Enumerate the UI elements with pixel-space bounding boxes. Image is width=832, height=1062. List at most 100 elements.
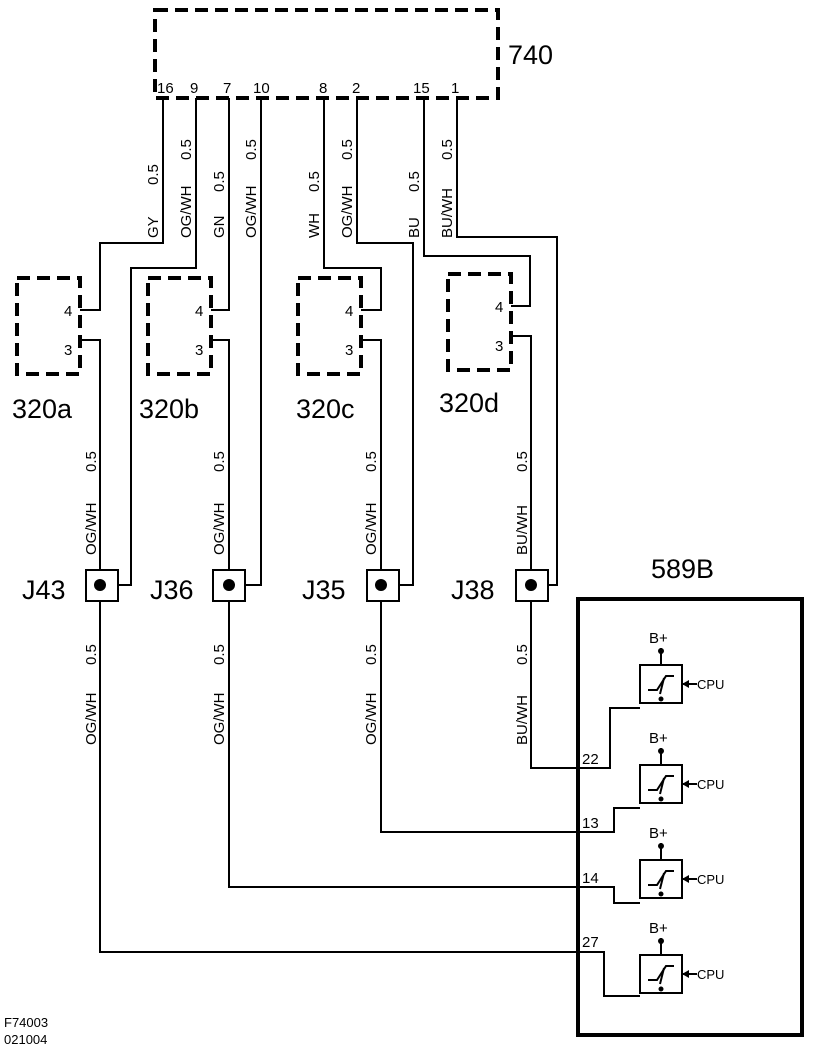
driver-stage-2: B+ CPU: [639, 730, 724, 804]
figure-date: 021004: [4, 1032, 47, 1047]
upper-wiring: [80, 98, 558, 586]
ecu-pin-1: 1: [451, 80, 459, 97]
wire-320b-j36: [211, 339, 230, 585]
lower-wire-3-color: BU/WH: [514, 695, 531, 745]
module-pin-13: 13: [582, 815, 599, 832]
sensor-320d-pin-3: 3: [495, 338, 503, 355]
module-589b: 589B 22 13 14 27 B+ CPU B+: [576, 554, 804, 1037]
junction-j43-dot: [94, 579, 106, 591]
sensor-320c: 4 3 320c: [296, 276, 363, 424]
sensor-320a-label: 320a: [12, 394, 73, 424]
wire-pin9-j43: [118, 98, 197, 586]
wire-j35-pin13: [380, 585, 640, 833]
junction-j36-label: J36: [150, 575, 194, 605]
sensor-320c-pin-3: 3: [345, 342, 353, 359]
driver-2-supply-dot: [658, 748, 664, 754]
driver-2-cpu-arrow-icon: [682, 780, 689, 788]
upper-wire-labels: GY 0.5 OG/WH 0.5 GN 0.5 OG/WH 0.5 WH 0.5…: [145, 139, 456, 238]
junction-j35-label: J35: [302, 575, 346, 605]
wire-pin8-320c: [323, 98, 382, 311]
module-pin-14: 14: [582, 870, 599, 887]
lower-wiring: [99, 585, 640, 997]
driver-3-cpu-label: CPU: [697, 872, 724, 887]
ecu-pin-7: 7: [223, 80, 231, 97]
upper-wire-1-color: OG/WH: [178, 186, 195, 239]
mid-wire-3-color: BU/WH: [514, 505, 531, 555]
driver-3-supply: B+: [649, 825, 668, 842]
ecu-740-box: [153, 8, 500, 100]
driver-1-ground-dot: [658, 696, 664, 702]
upper-wire-3-color: OG/WH: [243, 186, 260, 239]
sensor-320a-pin-4: 4: [64, 303, 72, 320]
driver-1-switch-arrow: [659, 677, 665, 695]
ecu-pin-9: 9: [190, 80, 198, 97]
upper-wire-4-color: WH: [306, 213, 323, 238]
ecu-740: 740 16 9 7 10 8 2 15 1: [153, 8, 553, 100]
sensor-320d-box: [446, 272, 513, 372]
driver-3-ground-dot: [658, 891, 664, 897]
junction-j43-box: [85, 569, 119, 602]
lower-wire-0-color: OG/WH: [83, 693, 100, 746]
wire-j36-pin14: [228, 585, 640, 904]
upper-wire-6-size: 0.5: [406, 171, 423, 192]
driver-stage-4: B+ CPU: [639, 920, 724, 994]
upper-wire-1-size: 0.5: [178, 139, 195, 160]
sensor-320b: 4 3 320b: [139, 276, 213, 424]
upper-wire-2-color: GN: [211, 216, 228, 239]
figure-id: F74003: [4, 1015, 48, 1030]
driver-1-cpu-label: CPU: [697, 677, 724, 692]
driver-2-cpu-label: CPU: [697, 777, 724, 792]
sensor-320d-label: 320d: [439, 388, 499, 418]
sensor-320d: 4 3 320d: [439, 272, 513, 418]
mid-wiring: [80, 335, 532, 585]
upper-wire-0-size: 0.5: [145, 164, 162, 185]
ecu-pin-2: 2: [352, 80, 360, 97]
wire-pin7-320b: [211, 98, 230, 311]
mid-wire-1-color: OG/WH: [211, 503, 228, 556]
ecu-pin-16: 16: [157, 80, 174, 97]
driver-stage-3: B+ CPU: [639, 825, 724, 899]
mid-wire-2-size: 0.5: [363, 451, 380, 472]
lower-wire-labels: OG/WH 0.5 OG/WH 0.5 OG/WH 0.5 BU/WH 0.5: [83, 644, 531, 745]
driver-3-switch-arrow: [659, 872, 665, 890]
mid-wire-0-size: 0.5: [83, 451, 100, 472]
upper-wire-7-size: 0.5: [439, 139, 456, 160]
module-589b-box: [576, 597, 804, 1037]
wire-j38-pin22: [530, 585, 640, 769]
driver-3-cpu-arrow-icon: [682, 875, 689, 883]
driver-2-ground-dot: [658, 796, 664, 802]
wire-pin1-j38: [456, 98, 558, 586]
wire-320a-j43: [80, 339, 101, 585]
sensor-320a-box: [15, 276, 82, 376]
module-pin-27: 27: [582, 934, 599, 951]
wire-320c-j35: [361, 339, 382, 585]
lower-wire-2-size: 0.5: [363, 644, 380, 665]
lower-wire-3-size: 0.5: [514, 644, 531, 665]
driver-4-cpu-label: CPU: [697, 967, 724, 982]
sensor-320c-box: [296, 276, 363, 376]
sensor-320b-box: [146, 276, 213, 376]
wire-pin15-320d: [423, 98, 531, 307]
junction-j38: J38: [451, 569, 549, 605]
ecu-pin-10: 10: [253, 80, 270, 97]
module-589b-label: 589B: [651, 554, 714, 584]
ecu-pin-15: 15: [413, 80, 430, 97]
ecu-pin-8: 8: [319, 80, 327, 97]
ecu-740-label: 740: [508, 40, 553, 70]
module-pin-22: 22: [582, 751, 599, 768]
sensor-320b-pin-3: 3: [195, 342, 203, 359]
sensor-320d-pin-4: 4: [495, 299, 503, 316]
mid-wire-1-size: 0.5: [211, 451, 228, 472]
upper-wire-0-color: GY: [145, 216, 162, 238]
driver-4-supply: B+: [649, 920, 668, 937]
wire-j43-pin27: [99, 585, 640, 997]
upper-wire-5-size: 0.5: [339, 139, 356, 160]
junction-j36: J36: [150, 569, 246, 605]
sensor-320c-pin-4: 4: [345, 303, 353, 320]
driver-2-supply: B+: [649, 730, 668, 747]
upper-wire-7-color: BU/WH: [439, 188, 456, 238]
driver-1-cpu-arrow-icon: [682, 680, 689, 688]
driver-3-supply-dot: [658, 843, 664, 849]
upper-wire-4-size: 0.5: [306, 171, 323, 192]
junction-j35-dot: [375, 579, 387, 591]
